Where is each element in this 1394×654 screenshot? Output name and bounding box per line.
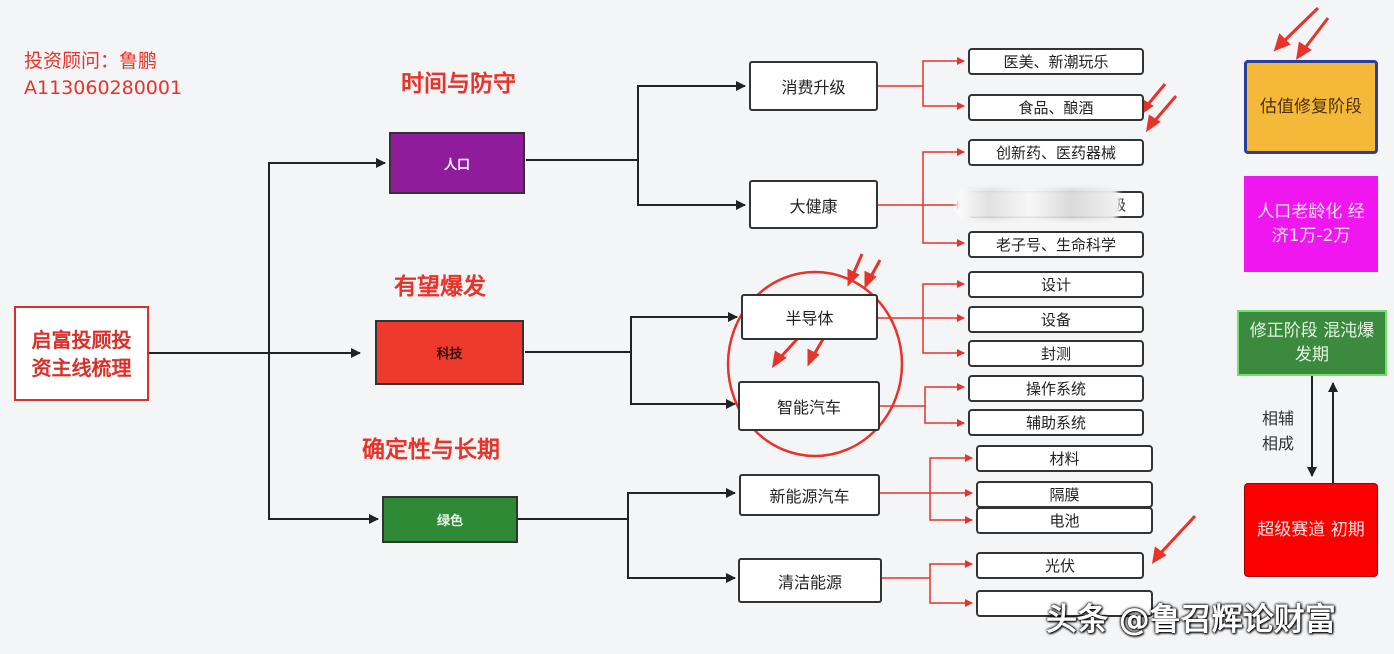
blur-mask	[956, 188, 1120, 220]
emphasis-arrows	[771, 6, 1330, 564]
leaf-design: 设计	[968, 271, 1144, 298]
sub-health: 大健康	[749, 180, 878, 229]
category-green: 绿色	[382, 496, 518, 543]
heading-time-defense: 时间与防守	[401, 71, 516, 97]
leaf-packaging-testing: 封测	[968, 340, 1144, 367]
leaf-equipment: 设备	[968, 306, 1144, 333]
leaf-innovative-drugs: 创新药、医药器械	[968, 139, 1144, 166]
advisor-info: 投资顾问：鲁鹏 A113060280001	[24, 48, 182, 102]
category-population: 人口	[389, 132, 525, 194]
leaf-medical-beauty: 医美、新潮玩乐	[968, 48, 1144, 75]
leaf-battery: 电池	[976, 507, 1153, 534]
heading-certainty: 确定性与长期	[362, 437, 500, 463]
category-technology: 科技	[375, 320, 524, 385]
stage-correction: 修正阶段 混沌爆发期	[1237, 310, 1387, 376]
sub-new-energy-vehicle: 新能源汽车	[739, 474, 880, 516]
stage-super-track: 超级赛道 初期	[1244, 483, 1378, 577]
complement-note: 相辅相成	[1262, 409, 1295, 453]
sub-consumption-upgrade: 消费升级	[749, 61, 878, 111]
root-node: 启富投顾投资主线梳理	[14, 306, 149, 401]
advisor-license: A113060280001	[24, 77, 183, 99]
sub-smart-car: 智能汽车	[738, 381, 880, 431]
leaf-photovoltaic: 光伏	[976, 552, 1144, 579]
leaf-assist-system: 辅助系统	[968, 409, 1144, 436]
sub-clean-energy: 清洁能源	[738, 558, 882, 603]
watermark: 头条 @鲁召辉论财富	[1046, 602, 1336, 638]
heading-breakout: 有望爆发	[394, 274, 486, 300]
advisor-name: 投资顾问：鲁鹏	[24, 50, 158, 72]
leaf-food-liquor: 食品、酿酒	[968, 94, 1144, 121]
stage-aging-population: 人口老龄化 经济1万-2万	[1244, 176, 1378, 272]
sub-semiconductor: 半导体	[741, 294, 878, 340]
leaf-life-science: 老子号、生命科学	[968, 231, 1144, 258]
leaf-blank	[976, 590, 1153, 617]
leaf-operating-system: 操作系统	[968, 375, 1144, 402]
leaf-separator: 隔膜	[976, 481, 1153, 508]
highlight-circle	[726, 270, 904, 458]
stage-valuation-repair: 估值修复阶段	[1244, 60, 1378, 154]
leaf-materials: 材料	[976, 445, 1153, 472]
